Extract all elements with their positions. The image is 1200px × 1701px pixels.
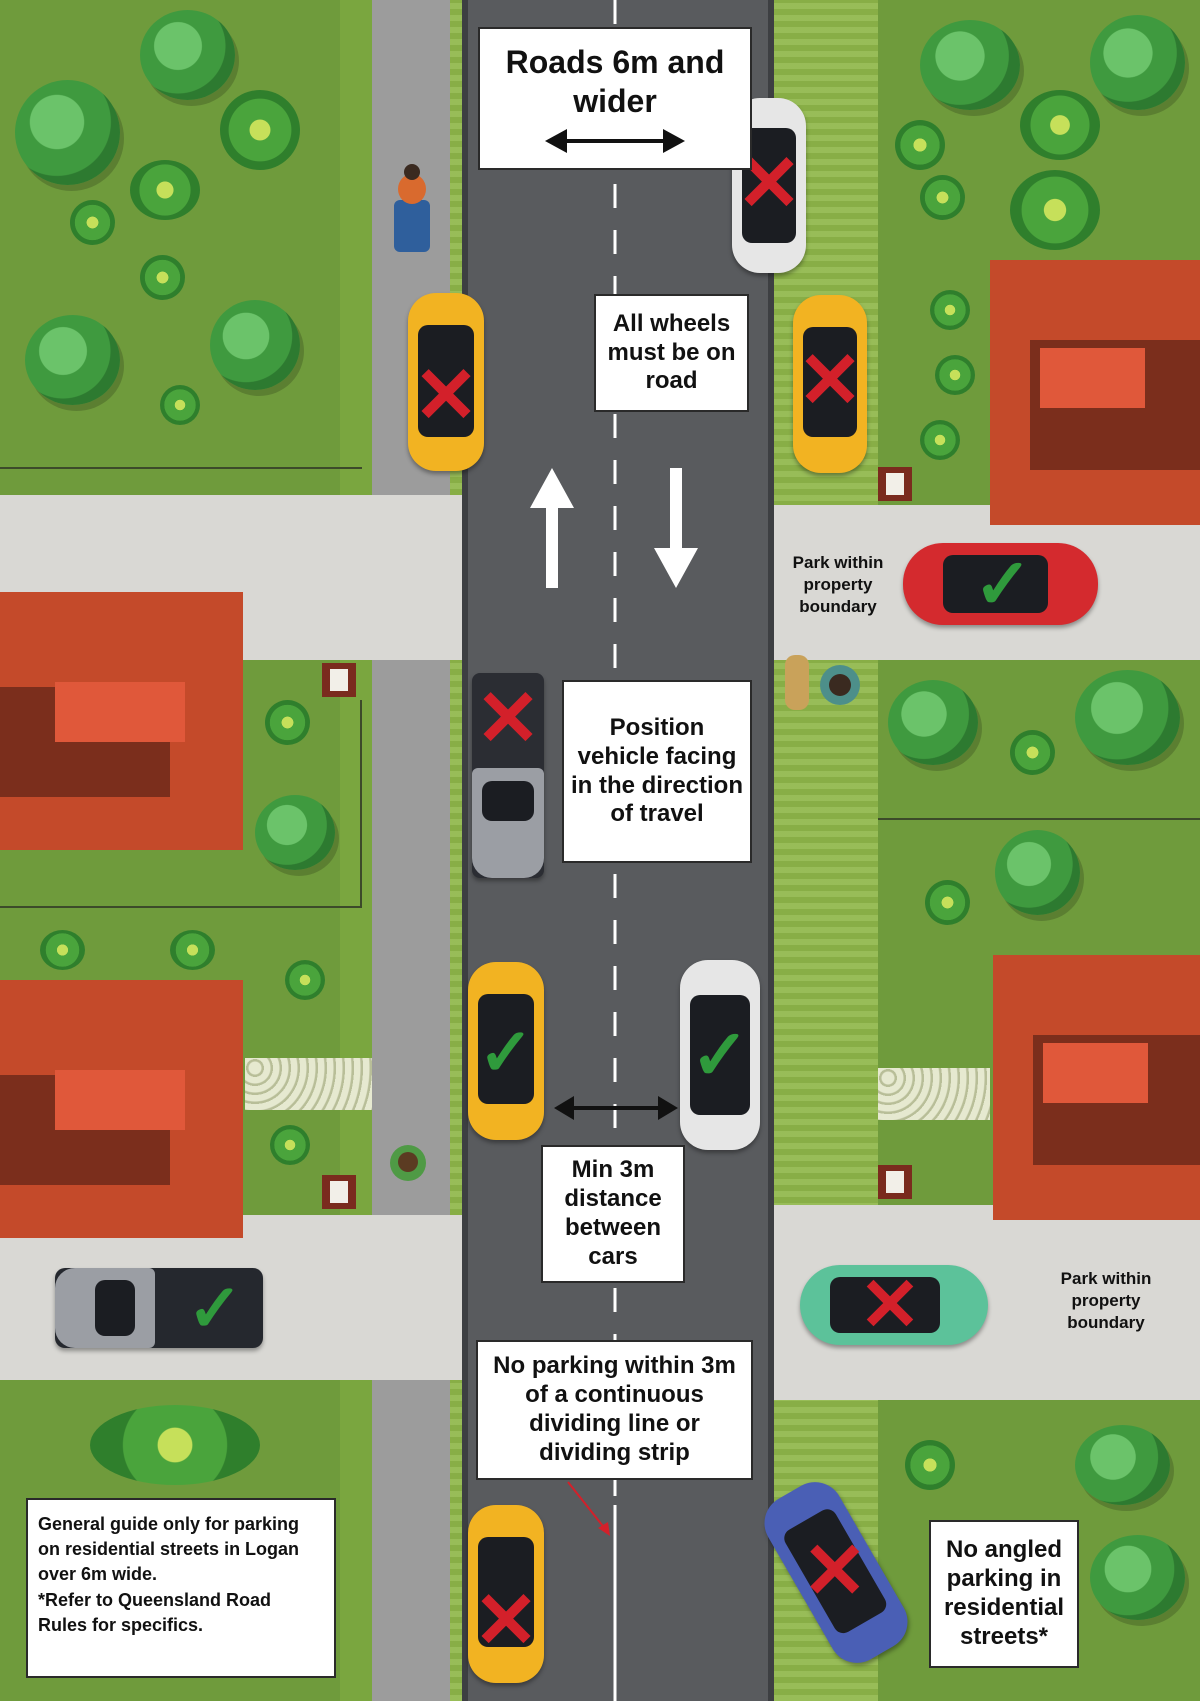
left-verge-outer — [340, 0, 372, 1701]
bush — [265, 700, 310, 745]
car-teal-footpath: ✕ — [800, 1265, 988, 1345]
park-within-label-bottom: Park within property boundary — [1060, 1269, 1152, 1333]
cross-icon: ✕ — [413, 351, 479, 439]
all-wheels-label: All wheels must be on road — [594, 294, 749, 412]
tick-icon: ✓ — [478, 1015, 534, 1089]
tree — [1075, 670, 1180, 765]
dog-walker-icon — [785, 650, 870, 720]
guide-text: General guide only for parking on reside… — [38, 1514, 300, 1585]
bush — [130, 160, 200, 220]
car-yellow-upper-right: ✕ — [793, 295, 867, 473]
tick-icon: ✓ — [690, 1016, 750, 1094]
tree — [210, 300, 300, 390]
water-meter-icon — [322, 1175, 356, 1209]
left-footpath — [372, 0, 450, 1701]
park-within-label-top: Park within property boundary — [792, 553, 884, 617]
bush — [1020, 90, 1100, 160]
general-guide-box: General guide only for parking on reside… — [26, 1498, 336, 1678]
house-left-bottom — [0, 980, 243, 1238]
cross-icon: ✕ — [858, 1263, 921, 1346]
car-yellow-lower-left: ✓ — [468, 962, 544, 1140]
tree — [995, 830, 1080, 915]
arrow-up-icon — [530, 468, 574, 588]
water-meter-icon — [322, 663, 356, 697]
house-right-bottom — [993, 955, 1200, 1220]
car-red-driveway: ✓ — [903, 543, 1098, 625]
right-verge — [772, 0, 878, 1701]
min-distance-label: Min 3m distance between cars — [541, 1145, 685, 1283]
double-arrow-icon — [554, 1096, 678, 1120]
cross-icon: ✕ — [475, 674, 541, 762]
title-box: Roads 6m and wider — [478, 27, 752, 170]
right-stone-path — [878, 1068, 990, 1120]
position-vehicle-label: Position vehicle facing in the direction… — [562, 680, 752, 863]
car-white-lower-right: ✓ — [680, 960, 760, 1150]
house-left-top — [0, 592, 243, 850]
fence-left-vertical — [360, 700, 362, 906]
bush — [220, 90, 300, 170]
bush — [40, 930, 85, 970]
tree — [1090, 1535, 1185, 1620]
tree — [25, 315, 120, 405]
water-meter-icon — [878, 467, 912, 501]
no-parking-dividing-label: No parking within 3m of a continuous div… — [476, 1340, 753, 1480]
bush — [170, 930, 215, 970]
tree — [888, 680, 978, 765]
bush — [895, 120, 945, 170]
car-yellow-upper-left: ✕ — [408, 293, 484, 471]
bush — [70, 200, 115, 245]
cross-icon: ✕ — [797, 336, 863, 424]
tree — [1090, 15, 1185, 110]
bush — [930, 290, 970, 330]
bush — [905, 1440, 955, 1490]
cross-icon: ✕ — [473, 1576, 539, 1664]
bush — [285, 960, 325, 1000]
tick-icon: ✓ — [187, 1271, 243, 1345]
bush — [140, 255, 185, 300]
guide-refer-text: *Refer to Queensland Road Rules for spec… — [38, 1589, 272, 1635]
mobility-scooter-icon — [390, 160, 434, 260]
tree — [15, 80, 120, 185]
bush — [935, 355, 975, 395]
tree — [140, 10, 235, 100]
ute-driveway-left: ✓ — [55, 1268, 263, 1348]
bush — [1010, 170, 1100, 250]
tree — [255, 795, 335, 870]
fence-left-top — [0, 467, 362, 469]
bush — [1010, 730, 1055, 775]
bush — [270, 1125, 310, 1165]
house-right-top — [990, 260, 1200, 525]
double-arrow-icon — [545, 128, 685, 153]
fence-right-mid — [878, 818, 1200, 820]
water-meter-icon — [878, 1165, 912, 1199]
road-edge-left — [462, 0, 468, 1701]
left-stone-path — [245, 1058, 372, 1110]
pointer-arrow-icon — [567, 1481, 610, 1536]
pedestrian-icon — [380, 1130, 440, 1200]
ute-dark-wrong-direction: ✕ — [472, 673, 544, 878]
car-yellow-bottom: ✕ — [468, 1505, 544, 1683]
bush — [920, 175, 965, 220]
bush — [925, 880, 970, 925]
no-angled-label: No angled parking in residential streets… — [929, 1520, 1079, 1668]
road-edge-right — [768, 0, 774, 1701]
bush — [90, 1405, 260, 1485]
bush — [160, 385, 200, 425]
tree — [1075, 1425, 1170, 1505]
tree — [920, 20, 1020, 110]
bush — [920, 420, 960, 460]
title-text: Roads 6m and wider — [505, 44, 725, 119]
tick-icon: ✓ — [973, 545, 1033, 623]
cross-icon: ✕ — [802, 1526, 868, 1615]
fence-left-mid — [0, 906, 362, 908]
arrow-down-icon — [654, 468, 698, 588]
